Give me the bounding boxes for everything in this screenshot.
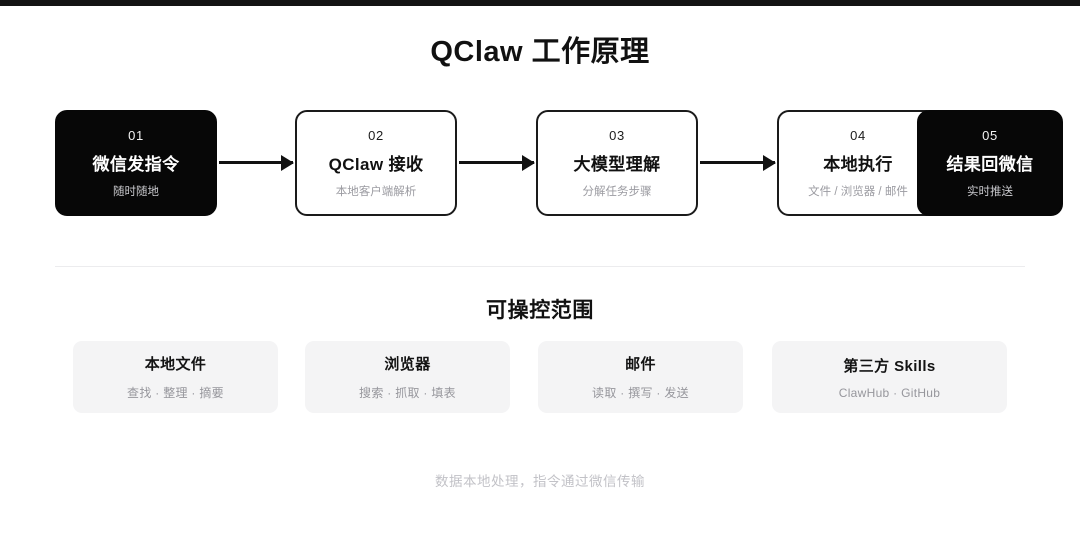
page-title: QClaw 工作原理	[430, 36, 650, 68]
capability-title: 邮件	[625, 356, 656, 373]
capability-subtitle: ClawHub · GitHub	[838, 385, 941, 400]
flow-step-title: 微信发指令	[92, 154, 180, 174]
flow-step-number: 04	[850, 127, 866, 143]
flow-arrow-1-to-2	[219, 154, 294, 172]
flow-step-title: QClaw 接收	[328, 154, 424, 174]
top-accent-bar	[0, 0, 1080, 6]
flow-arrow-3-to-4	[700, 154, 776, 172]
capabilities-grid: 本地文件 查找 · 整理 · 摘要 浏览器 搜索 · 抓取 · 填表 邮件 读取…	[0, 341, 1080, 413]
capability-title: 第三方 Skills	[843, 357, 936, 375]
arrow-shaft	[459, 161, 534, 164]
flow-step-number: 02	[368, 127, 384, 143]
flow-step-02[interactable]: 02 QClaw 接收 本地客户端解析	[295, 110, 457, 216]
flow-step-05[interactable]: 05 结果回微信 实时推送	[917, 110, 1063, 216]
capability-subtitle: 查找 · 整理 · 摘要	[127, 386, 224, 400]
flow-step-number: 01	[128, 127, 144, 143]
flow-step-03[interactable]: 03 大模型理解 分解任务步骤	[536, 110, 698, 216]
capability-title: 本地文件	[144, 356, 207, 373]
flow-step-number: 03	[609, 127, 625, 143]
capability-card[interactable]: 第三方 Skills ClawHub · GitHub	[772, 341, 1007, 413]
capability-card[interactable]: 邮件 读取 · 撰写 · 发送	[538, 341, 743, 413]
capabilities-section-title: 可操控范围	[486, 299, 594, 322]
footer-note: 数据本地处理，指令通过微信传输	[435, 474, 645, 489]
capability-card[interactable]: 浏览器 搜索 · 抓取 · 填表	[305, 341, 510, 413]
arrow-shaft	[219, 161, 293, 164]
flow-step-number: 05	[982, 127, 998, 143]
capability-title: 浏览器	[384, 356, 431, 373]
flow-step-04[interactable]: 04 本地执行 文件 / 浏览器 / 邮件	[777, 110, 939, 216]
flow-step-subtitle: 随时随地	[113, 185, 159, 198]
flow-step-title: 本地执行	[823, 154, 893, 174]
flow-arrow-2-to-3	[459, 154, 535, 172]
flow-step-subtitle: 本地客户端解析	[335, 185, 417, 198]
capability-card[interactable]: 本地文件 查找 · 整理 · 摘要	[73, 341, 278, 413]
capability-subtitle: 读取 · 撰写 · 发送	[592, 386, 689, 400]
capability-subtitle: 搜索 · 抓取 · 填表	[359, 386, 456, 400]
flow-step-title: 大模型理解	[573, 154, 661, 174]
section-divider	[55, 266, 1025, 267]
flow-step-title: 结果回微信	[946, 154, 1034, 174]
arrow-head-icon	[763, 155, 776, 171]
flow-step-subtitle: 实时推送	[967, 185, 1013, 198]
arrow-head-icon	[522, 155, 535, 171]
flow-step-01[interactable]: 01 微信发指令 随时随地	[55, 110, 217, 216]
flow-step-subtitle: 分解任务步骤	[582, 185, 652, 198]
flow-step-subtitle: 文件 / 浏览器 / 邮件	[808, 185, 908, 198]
arrow-head-icon	[281, 155, 294, 171]
arrow-shaft	[700, 161, 775, 164]
workflow-diagram: 01 微信发指令 随时随地 02 QClaw 接收 本地客户端解析 03 大模型…	[0, 110, 1080, 216]
